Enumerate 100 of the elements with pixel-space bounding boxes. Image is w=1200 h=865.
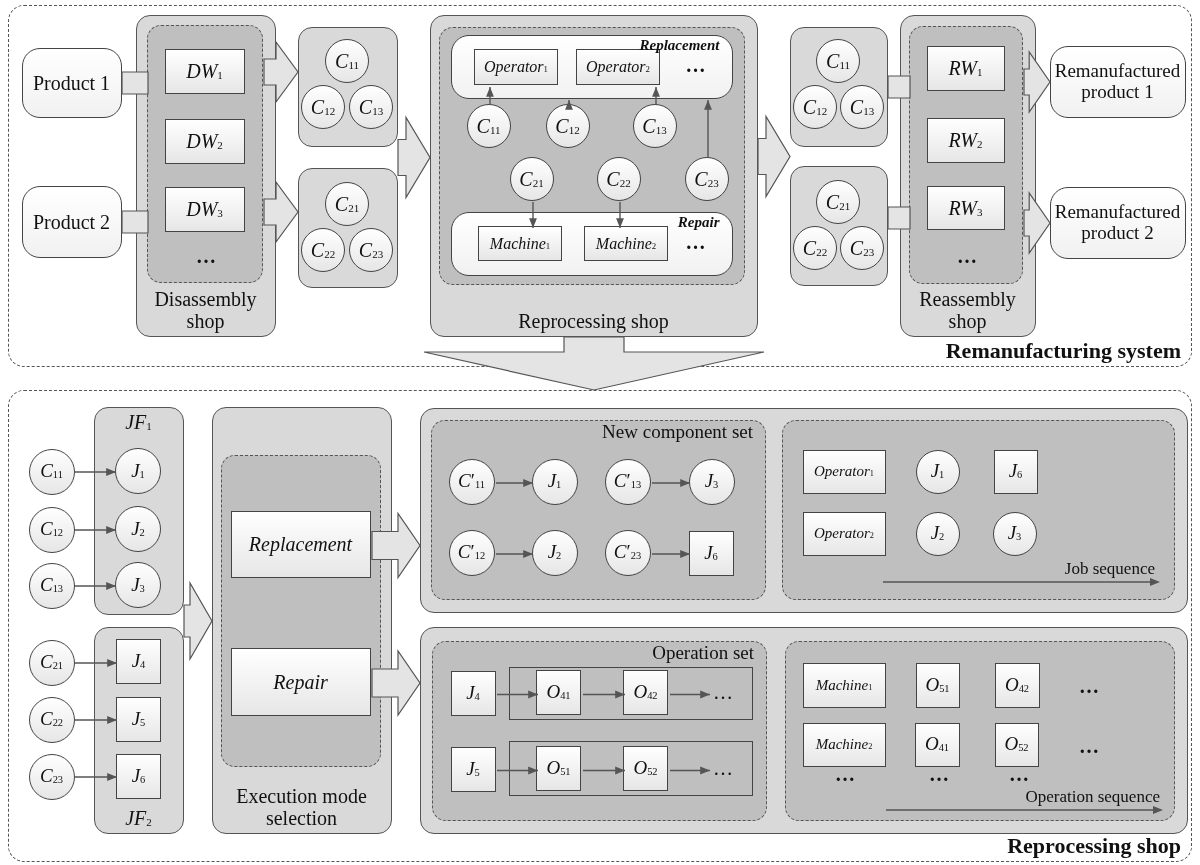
rounded-box (1049, 186, 1186, 259)
process-box (688, 530, 734, 576)
process-box (450, 670, 496, 716)
node-circle (816, 39, 860, 83)
node-label: Repair (273, 670, 328, 693)
ellipsis: … (713, 681, 733, 703)
node-label: Operator$_{2}$ (586, 58, 650, 76)
process-box (802, 722, 886, 767)
arrow (74, 468, 117, 476)
shop-panel (789, 165, 888, 286)
block-arrow (121, 210, 149, 234)
process-box (623, 670, 668, 715)
node-label: Remanufactured product 2 (1053, 201, 1182, 244)
node-circle (115, 448, 161, 494)
system-frame (8, 5, 1192, 367)
node-label: Machine$_{1}$ (489, 234, 551, 253)
node-circle (301, 228, 345, 272)
shop-panel (899, 14, 1036, 337)
node-circle (793, 85, 837, 129)
process-box (802, 662, 886, 708)
node-circle (349, 228, 393, 272)
panel-heading: New component set (602, 422, 753, 443)
node-circle (840, 226, 884, 270)
process-box (623, 746, 668, 791)
panel-heading: Disassembly shop (153, 287, 258, 332)
node-label: Machine$_{2}$ (815, 736, 873, 753)
process-box (474, 49, 558, 85)
process-box (994, 722, 1039, 767)
process-box (116, 639, 161, 684)
dashed-region (221, 455, 381, 767)
arrow (669, 690, 711, 699)
panel-heading: Remanufacturing system (945, 338, 1181, 363)
process-box (164, 186, 245, 232)
block-arrow (183, 580, 213, 662)
process-box (584, 226, 668, 261)
rounded-box (450, 211, 733, 276)
shop-panel (419, 407, 1188, 613)
process-box (116, 754, 161, 799)
panel-heading: Replacement (639, 36, 720, 53)
dashed-region (785, 641, 1175, 821)
node-circle (301, 85, 345, 129)
process-box (914, 722, 960, 767)
ellipsis: … (1079, 736, 1099, 756)
process-box (164, 48, 245, 94)
arrow (74, 659, 118, 667)
shop-panel (93, 626, 184, 834)
block-arrow (887, 206, 911, 230)
ellipsis: … (1079, 676, 1099, 696)
dashed-region (909, 26, 1023, 284)
ellipsis: … (685, 53, 706, 76)
block-arrow (263, 180, 299, 244)
node-circle (325, 182, 369, 226)
process-box (802, 511, 886, 556)
dashed-region (432, 641, 767, 821)
block-arrow (397, 115, 431, 200)
process-box (926, 45, 1005, 91)
process-box (993, 449, 1038, 494)
arrow (582, 766, 626, 775)
node-circle (793, 226, 837, 270)
process-box (116, 697, 161, 742)
block-arrow (1023, 50, 1051, 114)
node-label: Machine$_{1}$ (815, 676, 873, 694)
panel-heading: Reprocessing shop (517, 309, 670, 332)
ellipsis: … (835, 764, 855, 784)
process-box (478, 226, 562, 261)
arrow (704, 99, 712, 159)
arrow (651, 479, 691, 487)
panel-heading: Execution mode selection (235, 784, 368, 829)
shop-panel (429, 14, 758, 337)
shop-panel (297, 26, 398, 147)
shop-panel (789, 26, 888, 147)
node-label: Operator$_{1}$ (814, 463, 874, 480)
arrow (74, 526, 117, 534)
process-box (230, 510, 371, 578)
arrow (74, 582, 117, 590)
shop-panel (135, 14, 276, 337)
block-arrow (263, 40, 299, 104)
block-arrow (1023, 191, 1051, 255)
rounded-box (21, 185, 122, 258)
process-box (802, 449, 886, 494)
dashed-region (431, 420, 766, 600)
node-circle (840, 85, 884, 129)
ellipsis: … (685, 230, 706, 253)
process-box (926, 117, 1005, 163)
arrow (582, 690, 626, 699)
ellipsis: … (196, 246, 216, 266)
block-arrow (887, 75, 911, 99)
arrow (486, 86, 494, 106)
block-arrow (371, 511, 421, 580)
dashed-region (147, 25, 263, 283)
rounded-box (1049, 45, 1186, 118)
process-box (926, 185, 1005, 230)
block-arrow (121, 71, 149, 95)
system-frame (8, 390, 1192, 862)
block-arrow (757, 114, 791, 199)
block-arrow (371, 649, 421, 717)
arrow (651, 550, 691, 558)
block-arrow (423, 336, 765, 391)
rounded-box (21, 47, 122, 118)
panel-heading: Operation set (652, 643, 754, 664)
